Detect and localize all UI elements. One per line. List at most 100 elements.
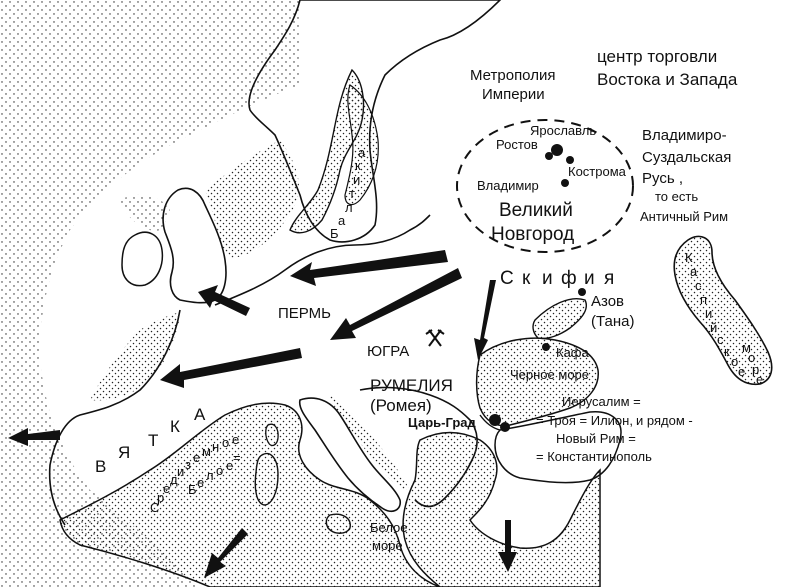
beloe-letter-3: о bbox=[216, 463, 223, 478]
arrows bbox=[8, 250, 517, 578]
scythia-letter-0: С bbox=[500, 268, 514, 289]
label-tsargrad: Царь-Град bbox=[408, 415, 477, 430]
med-letter-2: е bbox=[163, 481, 170, 496]
arrow-to-egypt bbox=[498, 520, 517, 572]
ireland bbox=[121, 231, 164, 287]
vyatka-letter-2: Т bbox=[148, 431, 158, 450]
label-mediterranean: С р е д и з е м н о е = bbox=[150, 432, 241, 515]
med-letter-11: = bbox=[233, 450, 241, 465]
label-jerusalem-1: Иерусалим = bbox=[562, 394, 641, 409]
sea-of-azov bbox=[532, 298, 587, 340]
scythia-letter-1: к bbox=[522, 268, 531, 289]
aegean-sea bbox=[402, 431, 601, 587]
sardinia bbox=[254, 452, 279, 506]
caspian-letter-12: р bbox=[752, 362, 759, 377]
scandinavia bbox=[248, 0, 502, 243]
med-letter-7: м bbox=[202, 444, 211, 459]
label-metropolis-1: Метрополия bbox=[470, 67, 555, 84]
atlantic-ocean bbox=[0, 0, 300, 587]
caspian-letter-3: п bbox=[700, 292, 707, 307]
bay-of-biscay bbox=[90, 312, 180, 401]
great-britain bbox=[162, 187, 227, 304]
label-trade-center-2: Востока и Запада bbox=[597, 70, 738, 89]
beloe-letter-0: Б bbox=[188, 482, 197, 497]
black-sea bbox=[475, 337, 599, 427]
label-vladimir-suzdal-1: Владимиро- bbox=[642, 127, 727, 144]
label-jerusalem-4: = Константинополь bbox=[536, 449, 652, 464]
label-metropolis-2: Империи bbox=[482, 86, 545, 103]
city-dot-kafa bbox=[542, 343, 550, 351]
arrow-to-britain bbox=[198, 285, 250, 316]
label-rumelia-2: (Ромея) bbox=[370, 396, 432, 415]
city-dot-yaroslavl bbox=[551, 144, 563, 156]
med-letter-9: о bbox=[222, 435, 229, 450]
label-vladimir-suzdal-3: Русь , bbox=[642, 170, 683, 187]
arrow-to-africa bbox=[204, 528, 248, 578]
caspian-letter-1: а bbox=[690, 264, 698, 279]
label-rumelia-1: РУМЕЛИЯ bbox=[370, 376, 453, 395]
label-caspian: К а с п и й с к о е м о р е bbox=[685, 250, 763, 387]
baltic-letter-2: л bbox=[345, 200, 353, 215]
europe-north-coast bbox=[214, 214, 431, 306]
city-dot-rostov bbox=[545, 152, 553, 160]
med-letter-6: е bbox=[193, 450, 200, 465]
city-dot-vladimir bbox=[561, 179, 569, 187]
vyatka-letter-1: Я bbox=[118, 443, 130, 462]
baltic-letter-5: к bbox=[355, 158, 361, 173]
scythia-letter-4: и bbox=[584, 268, 595, 289]
label-white-sea-2: море bbox=[372, 538, 403, 553]
arrow-to-northwest-europe bbox=[290, 250, 448, 286]
label-black-sea: Черное море bbox=[510, 367, 589, 382]
label-vladimir-suzdal-5: Античный Рим bbox=[640, 209, 728, 224]
label-vladimir-suzdal-2: Суздальская bbox=[642, 149, 731, 166]
label-beloe: Б е л о е bbox=[188, 458, 233, 497]
vyatka-letter-3: К bbox=[170, 417, 180, 436]
gulf-bothnia bbox=[344, 84, 379, 206]
label-rostov: Ростов bbox=[496, 137, 538, 152]
caspian-sea bbox=[673, 235, 773, 386]
med-letter-10: е bbox=[232, 432, 239, 447]
arrow-to-tsargrad bbox=[474, 280, 496, 360]
baltic-letter-3: т bbox=[349, 186, 355, 201]
baltic-letter-6: а bbox=[358, 145, 366, 160]
scythia-letter-3: ф bbox=[561, 268, 577, 289]
caspian-letter-0: К bbox=[685, 250, 693, 265]
baltic-letter-4: и bbox=[353, 172, 360, 187]
caspian-letter-6: с bbox=[717, 332, 724, 347]
med-letter-1: р bbox=[157, 490, 164, 505]
med-letter-3: д bbox=[170, 472, 178, 487]
baltic-letter-0: Б bbox=[330, 226, 339, 241]
arrow-to-west bbox=[160, 348, 302, 388]
label-perm: ПЕРМЬ bbox=[278, 305, 331, 322]
label-azov-1: Азов bbox=[591, 293, 624, 310]
adriatic-sea bbox=[330, 395, 410, 490]
city-dot-azov bbox=[578, 288, 586, 296]
label-kafa: Кафа bbox=[556, 345, 589, 360]
italy bbox=[298, 397, 402, 512]
caspian-letter-8: о bbox=[731, 354, 738, 369]
bosporus bbox=[479, 414, 501, 431]
label-azov-2: (Тана) bbox=[591, 313, 634, 330]
irish-sea bbox=[120, 194, 170, 232]
city-dot-kostroma bbox=[566, 156, 574, 164]
label-vladimir: Владимир bbox=[477, 178, 539, 193]
label-jerusalem-2b: и рядом - bbox=[636, 413, 693, 428]
caspian-letter-11: о bbox=[748, 350, 755, 365]
caspian-letter-4: и bbox=[705, 306, 712, 321]
label-novgorod-1: Великий bbox=[499, 200, 573, 221]
label-scythia: С к и ф и я bbox=[500, 268, 614, 289]
med-letter-5: з bbox=[185, 457, 191, 472]
label-white-sea-1: Белое bbox=[370, 520, 408, 535]
label-jerusalem-3: Новый Рим = bbox=[556, 431, 636, 446]
sicily bbox=[325, 513, 351, 534]
beloe-letter-1: е bbox=[197, 475, 204, 490]
label-trade-center-1: центр торговли bbox=[597, 47, 717, 66]
north-sea bbox=[205, 140, 300, 258]
city-dot-tsargrad-1 bbox=[489, 414, 501, 426]
label-yaroslavl: Ярославль bbox=[530, 123, 596, 138]
caspian-letter-13: е bbox=[756, 372, 763, 387]
label-jerusalem-2a: = Троя = Илион, bbox=[536, 413, 633, 428]
anatolia bbox=[494, 411, 622, 484]
